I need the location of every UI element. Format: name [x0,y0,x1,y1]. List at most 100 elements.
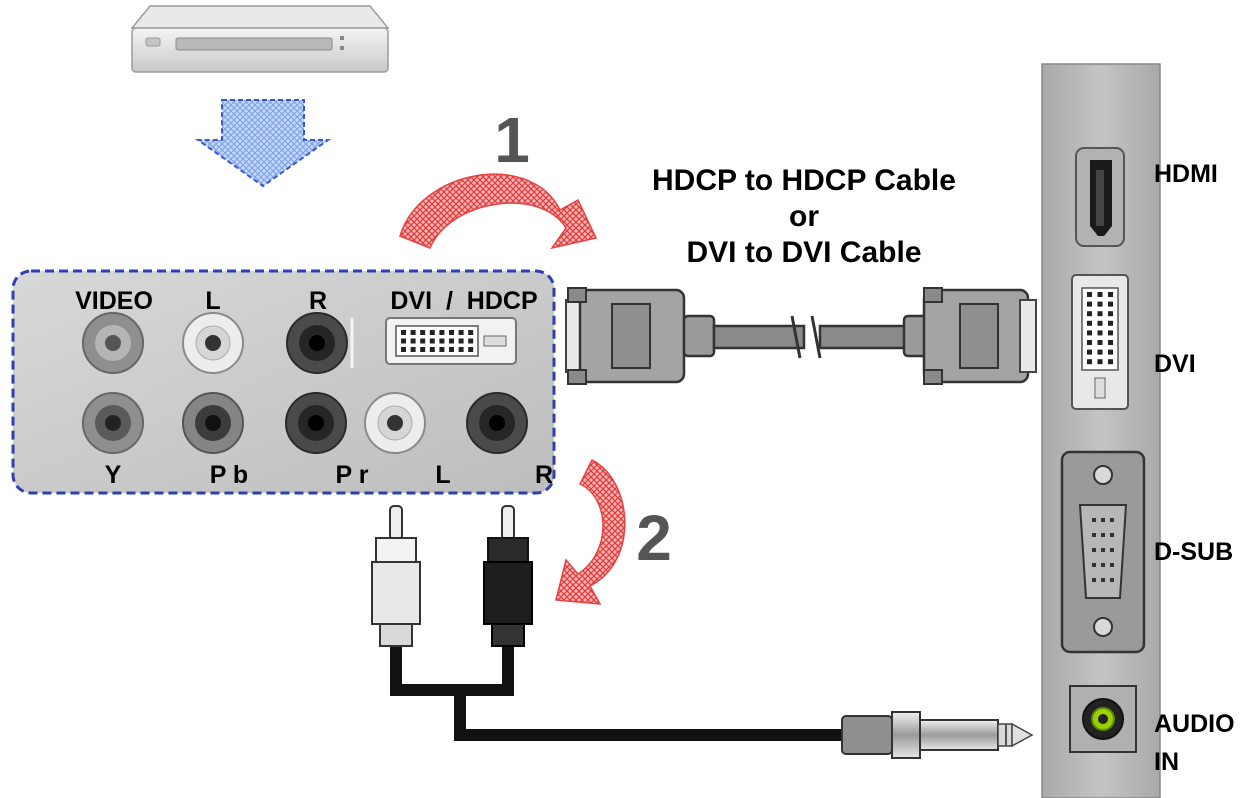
connector-pin [1097,292,1103,297]
component-pb-jack [182,392,244,454]
label-video: VIDEO [75,287,153,315]
connector-pin [1087,349,1092,355]
connector-pin [449,347,454,352]
connector-pin [458,330,464,335]
monitor-label-dvi: DVI [1154,350,1196,378]
monitor-label-hdmi: HDMI [1154,160,1218,188]
connector-pin [439,330,445,335]
label-audio-r-bottom: R [535,461,553,489]
component-y-jack [82,392,144,454]
connector-pin [468,338,474,344]
connector-pin [468,347,474,352]
monitor-label-audio-line1: AUDIO [1154,710,1235,738]
connector-pin [1097,311,1103,317]
connector-pin [1087,311,1092,317]
connector-pin [1097,349,1103,355]
connector-pin [1097,359,1103,365]
label-audio-l-top: L [205,287,220,315]
connector-pin [410,347,416,352]
connector-pin [1101,518,1105,522]
connector-pin [1108,330,1113,336]
component-audio-l-jack [364,392,426,454]
connector-pin [410,330,416,335]
connector-pin [1087,330,1092,336]
connector-pin [1101,533,1105,537]
connector-pin [1108,340,1113,345]
connector-pin [439,347,445,352]
connector-pin [1097,340,1103,345]
dsub-port [1060,450,1146,654]
connector-pin [410,338,416,344]
monitor-dvi-port [1071,274,1129,410]
connector-pin [429,347,435,352]
rca-to-jack-cable-icon [371,505,1034,759]
connector-pin [449,338,454,344]
connector-pin [458,347,464,352]
curved-arrow-2-icon [555,458,626,605]
hdmi-port [1075,147,1125,247]
audio-l-jack-top [182,312,244,374]
step-2-number: 2 [636,502,672,574]
down-arrow-icon [194,99,332,188]
connector-pin [1087,359,1092,365]
cable-caption-line3: DVI to DVI Cable [686,236,921,269]
connector-pin [429,330,435,335]
connector-pin [449,330,454,335]
connector-pin [1087,320,1092,326]
cable-caption-line1: HDCP to HDCP Cable [652,164,956,197]
connector-pin [1108,292,1113,297]
connector-pin [1097,301,1103,307]
connector-pin [468,330,474,335]
connector-pin [1101,563,1105,567]
dvi-cable-icon [565,287,1037,385]
connector-pin [1108,301,1113,307]
label-pb: P b [210,461,248,489]
connector-pin [429,338,435,344]
connector-pin [1110,548,1114,552]
dvi-hdcp-port [385,317,517,365]
label-pr: P r [336,461,369,489]
connector-pin [1092,563,1096,567]
connector-pin [439,338,445,344]
component-audio-r-jack [466,392,528,454]
connector-pin [1110,578,1114,582]
label-audio-l-bottom: L [435,461,450,489]
video-jack [82,312,144,374]
connector-pin [1108,320,1113,326]
audio-r-jack-top [286,312,348,374]
connector-pin [1092,518,1096,522]
connector-pin [1108,359,1113,365]
connector-pin [420,338,426,344]
connector-pin [420,347,426,352]
connector-pin [1110,533,1114,537]
connector-pin [1110,563,1114,567]
monitor-label-audio-line2: IN [1154,748,1179,776]
connector-pin [458,338,464,344]
connector-pin [420,330,426,335]
source-output-panel: VIDEO L R DVI / HDCP [11,269,556,495]
connector-pin [1110,518,1114,522]
connector-pin [1092,578,1096,582]
monitor-label-dsub: D-SUB [1154,538,1233,566]
connector-pin [1097,330,1103,336]
connector-pin [1108,349,1113,355]
step-1-number: 1 [494,104,530,176]
connector-pin [401,347,406,352]
label-y: Y [105,461,122,489]
connector-pin [1108,311,1113,317]
cable-caption-line2: or [789,200,819,233]
label-dvi-hdcp: DVI / HDCP [390,287,537,315]
monitor-rear-panel: HDMI DVI D-SUB AUDIO IN [1041,63,1235,798]
connector-pin [1092,548,1096,552]
audio-in-jack [1069,685,1137,753]
connector-pin [1087,301,1092,307]
connector-pin [401,330,406,335]
label-audio-r-top: R [309,287,327,315]
curved-arrow-1-icon [399,173,598,250]
component-pr-jack [285,392,347,454]
connector-pin [1097,320,1103,326]
connector-pin [401,338,406,344]
connector-pin [1087,340,1092,345]
connector-pin [1092,533,1096,537]
